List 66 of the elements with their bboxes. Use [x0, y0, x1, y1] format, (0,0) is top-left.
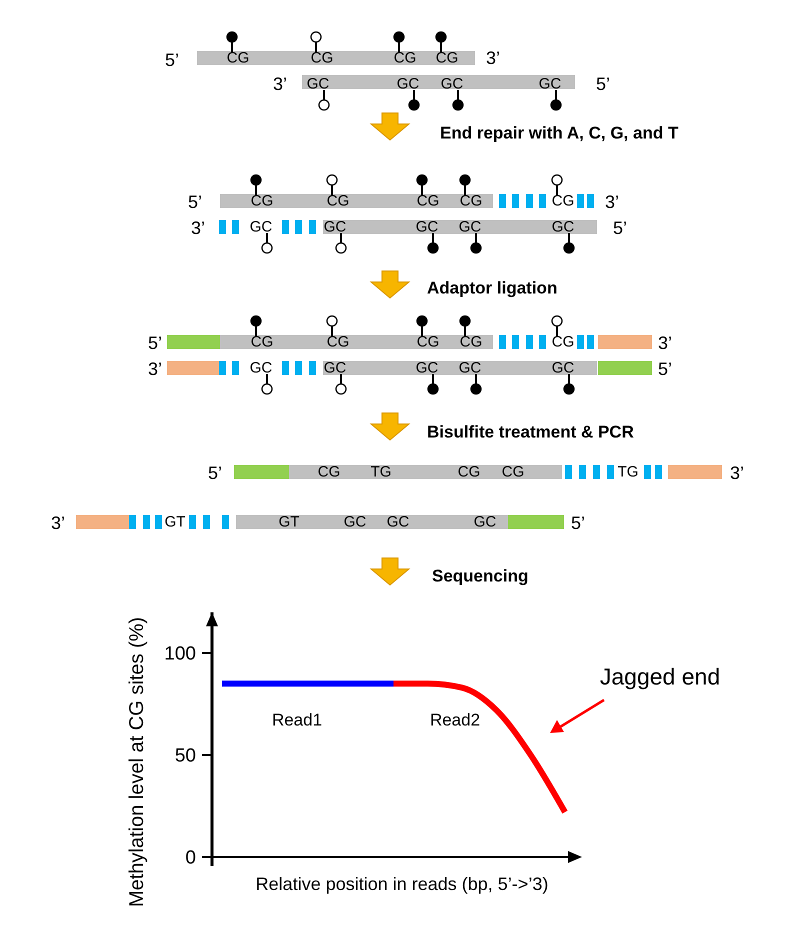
- base-pair-label: GC: [306, 76, 330, 92]
- base-pair-label: GC: [552, 220, 574, 234]
- step-label: Sequencing: [432, 568, 528, 584]
- strand-end-label: 3’: [191, 219, 205, 237]
- base-pair-label: GC: [416, 220, 438, 234]
- base-pair-label: CG: [250, 334, 274, 350]
- strand-end-label: 3’: [51, 514, 65, 532]
- base-pair-label: GC: [250, 360, 272, 376]
- strand-end-label: 3’: [730, 464, 744, 482]
- base-pair-label: CG: [326, 334, 350, 350]
- base-pair-label: CG: [458, 464, 480, 480]
- strand-end-label: 5’: [613, 219, 627, 237]
- strand-end-label: 5’: [208, 464, 222, 482]
- base-pair-label: CG: [416, 194, 440, 208]
- base-pair-label: GC: [474, 514, 496, 530]
- base-pair-label: CG: [552, 334, 574, 350]
- strand-end-label: 3’: [148, 360, 162, 378]
- strand-end-label: 3’: [486, 49, 500, 67]
- strand-end-label: 5’: [658, 360, 672, 378]
- base-pair-label: GC: [344, 514, 366, 530]
- base-pair-label: GC: [440, 76, 464, 92]
- base-pair-label: CG: [502, 464, 524, 480]
- series-label: Read1: [272, 712, 322, 728]
- base-pair-label: GC: [552, 360, 574, 376]
- step-label: Bisulfite treatment & PCR: [427, 424, 634, 440]
- base-pair-label: GT: [278, 514, 300, 530]
- base-pair-label: GC: [458, 220, 482, 234]
- base-pair-label: GC: [458, 360, 482, 376]
- base-pair-label: CG: [552, 194, 574, 208]
- base-pair-label: GC: [324, 360, 346, 376]
- base-pair-label: GC: [396, 76, 420, 92]
- tick-label: 50: [174, 746, 196, 767]
- base-pair-label: GC: [416, 360, 438, 376]
- strand-end-label: 5’: [188, 193, 202, 211]
- base-pair-label: GC: [324, 220, 346, 234]
- base-pair-label: CG: [326, 194, 350, 208]
- base-pair-label: CG: [310, 50, 334, 66]
- base-pair-label: CG: [318, 464, 340, 480]
- base-pair-label: GC: [538, 76, 562, 92]
- step-label: Adaptor ligation: [427, 280, 558, 296]
- annotation-label: Jagged end: [600, 666, 720, 688]
- base-pair-label: TG: [370, 464, 392, 480]
- step-label: End repair with A, C, G, and T: [440, 124, 678, 142]
- base-pair-label: GC: [386, 514, 410, 530]
- base-pair-label: TG: [618, 464, 638, 480]
- base-pair-label: GT: [164, 514, 186, 530]
- strand-end-label: 5’: [148, 334, 162, 352]
- x-axis-title: Relative position in reads (bp, 5’->’3): [256, 875, 548, 893]
- strand-end-label: 3’: [605, 193, 619, 211]
- tick-label: 100: [164, 644, 196, 665]
- strand-end-label: 3’: [273, 75, 287, 93]
- tick-label: 0: [185, 848, 196, 869]
- base-pair-label: CG: [416, 334, 440, 350]
- base-pair-label: GC: [250, 220, 272, 234]
- y-axis-title: Methylation level at CG sites (%): [127, 616, 147, 908]
- base-pair-label: CG: [460, 334, 482, 350]
- base-pair-label: CG: [460, 194, 482, 208]
- base-pair-label: CG: [436, 50, 458, 66]
- base-pair-label: CG: [250, 194, 274, 208]
- strand-end-label: 5’: [596, 75, 610, 93]
- base-pair-label: CG: [394, 50, 416, 66]
- strand-end-label: 5’: [165, 51, 179, 69]
- strand-end-label: 5’: [571, 514, 585, 532]
- base-pair-label: CG: [226, 50, 250, 66]
- series-label: Read2: [430, 712, 480, 728]
- strand-end-label: 3’: [658, 334, 672, 352]
